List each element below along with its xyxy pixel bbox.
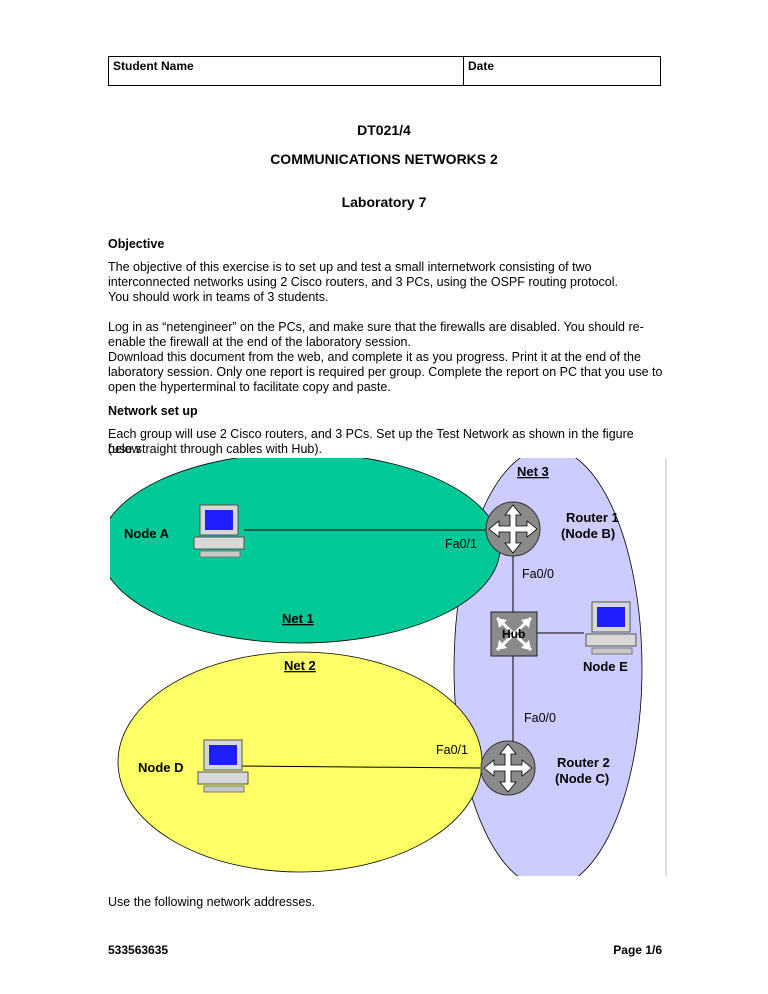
router2-label-line1: Router 2 [557,755,610,770]
node-d-pc-icon [197,739,249,793]
course-name: COMMUNICATIONS NETWORKS 2 [270,151,498,167]
router2-icon [480,740,536,796]
router2-fa01-label: Fa0/1 [436,743,468,757]
node-e-pc-icon [585,601,637,655]
hub-icon [490,611,538,657]
net1-label: Net 1 [282,611,314,626]
objective-line-2: interconnected networks using 2 Cisco ro… [108,275,618,289]
objective-line-3: You should work in teams of 3 students. [108,290,329,304]
page-number: Page 1/6 [613,943,662,957]
router1-fa00-label: Fa0/0 [522,567,554,581]
instruction-line-1: Log in as “netengineer” on the PCs, and … [108,320,644,334]
node-a-label: Node A [124,526,170,541]
header-table: Student Name Date [108,56,661,86]
router1-label-line1: Router 1 [566,510,619,525]
router1-icon [485,501,541,557]
instruction-line-5: open the hyperterminal to facilitate cop… [108,380,391,394]
date-cell[interactable]: Date [468,59,495,73]
network-setup-heading: Network set up [108,404,198,418]
hub-label: Hub [502,627,525,641]
router2-label-line2: (Node C) [555,771,609,786]
router1-label-line2: (Node B) [561,526,615,541]
instruction-line-2: enable the firewall at the end of the la… [108,335,411,349]
router2-fa00-label: Fa0/0 [524,711,556,725]
network-setup-line-1: Each group will use 2 Cisco routers, and… [108,427,634,456]
doc-id: 533563635 [108,943,169,957]
student-name-cell[interactable]: Student Name [109,57,464,85]
instruction-line-4: laboratory session. Only one report is r… [108,365,663,379]
instruction-line-3: Download this document from the web, and… [108,350,641,364]
objective-line-1: The objective of this exercise is to set… [108,260,592,274]
node-d-label: Node D [138,760,184,775]
network-setup-line-2: (use straight through cables with Hub). [108,442,322,456]
lab-title: Laboratory 7 [341,194,427,210]
node-a-pc-icon [193,504,245,558]
net2-label: Net 2 [284,658,316,673]
course-code: DT021/4 [357,122,411,138]
objective-heading: Objective [108,237,165,251]
node-e-label: Node E [583,659,628,674]
network-addresses-intro: Use the following network addresses. [108,895,316,909]
link-node-d-router2 [237,765,481,769]
router1-fa01-label: Fa0/1 [445,537,477,551]
net3-label: Net 3 [517,464,549,479]
